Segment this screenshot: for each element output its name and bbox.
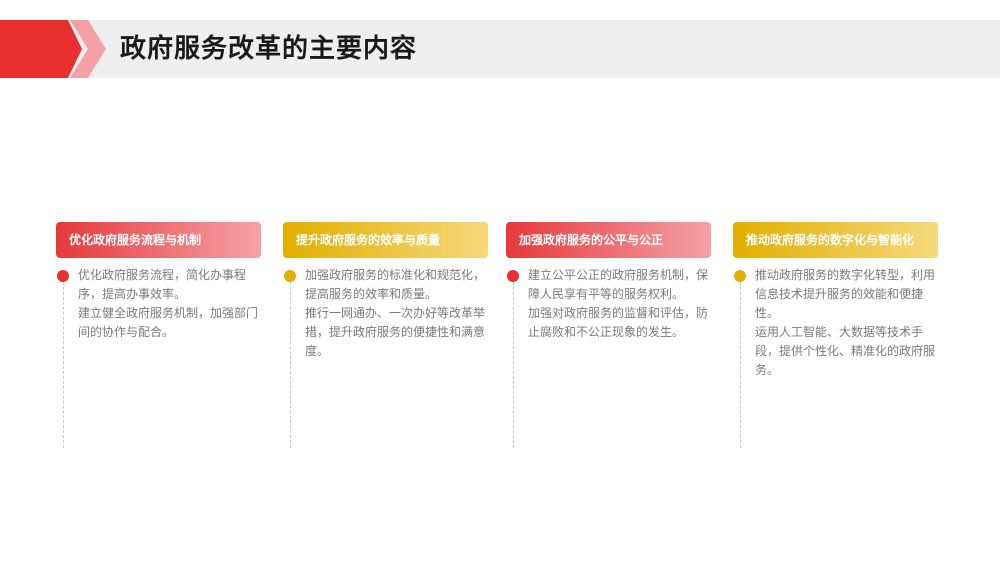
column-4-timeline: 推动政府服务的数字化转型，利用信息技术提升服务的效能和便捷性。 运用人工智能、大… bbox=[733, 268, 938, 448]
column-4-paragraph-1: 推动政府服务的数字化转型，利用信息技术提升服务的效能和便捷性。 bbox=[755, 268, 936, 320]
column-1-timeline: 优化政府服务流程，简化办事程序，提高办事效率。 建立健全政府服务机制，加强部门间… bbox=[56, 268, 261, 448]
timeline-dot-icon bbox=[507, 270, 519, 282]
column-1: 优化政府服务流程与机制 优化政府服务流程，简化办事程序，提高办事效率。 建立健全… bbox=[56, 222, 261, 448]
column-4-text: 推动政府服务的数字化转型，利用信息技术提升服务的效能和便捷性。 运用人工智能、大… bbox=[755, 266, 935, 380]
column-3-header: 加强政府服务的公平与公正 bbox=[506, 222, 711, 258]
timeline-dot-icon bbox=[284, 270, 296, 282]
header-red-arrow bbox=[0, 20, 82, 78]
column-1-text: 优化政府服务流程，简化办事程序，提高办事效率。 建立健全政府服务机制，加强部门间… bbox=[78, 266, 258, 342]
column-3-timeline: 建立公平公正的政府服务机制，保障人民享有平等的服务权利。 加强对政府服务的监督和… bbox=[506, 268, 711, 448]
column-4-paragraph-2: 运用人工智能、大数据等技术手段，提供个性化、精准化的政府服务。 bbox=[755, 325, 936, 377]
column-2-text: 加强政府服务的标准化和规范化，提高服务的效率和质量。 推行一网通办、一次办好等改… bbox=[305, 266, 485, 361]
column-3-text: 建立公平公正的政府服务机制，保障人民享有平等的服务权利。 加强对政府服务的监督和… bbox=[528, 266, 708, 342]
column-2-timeline: 加强政府服务的标准化和规范化，提高服务的效率和质量。 推行一网通办、一次办好等改… bbox=[283, 268, 488, 448]
column-4: 推动政府服务的数字化与智能化 推动政府服务的数字化转型，利用信息技术提升服务的效… bbox=[733, 222, 938, 448]
header-band bbox=[0, 20, 1000, 78]
column-1-header: 优化政府服务流程与机制 bbox=[56, 222, 261, 258]
page-title: 政府服务改革的主要内容 bbox=[120, 34, 418, 64]
timeline-line bbox=[513, 282, 514, 448]
column-2-paragraph-1: 加强政府服务的标准化和规范化，提高服务的效率和质量。 bbox=[305, 268, 486, 301]
column-3-paragraph-1: 建立公平公正的政府服务机制，保障人民享有平等的服务权利。 bbox=[528, 268, 709, 301]
column-3-paragraph-2: 加强对政府服务的监督和评估，防止腐败和不公正现象的发生。 bbox=[528, 306, 709, 339]
column-2-header: 提升政府服务的效率与质量 bbox=[283, 222, 488, 258]
timeline-line bbox=[740, 282, 741, 448]
timeline-dot-icon bbox=[57, 270, 69, 282]
timeline-line bbox=[63, 282, 64, 448]
timeline-line bbox=[290, 282, 291, 448]
column-3: 加强政府服务的公平与公正 建立公平公正的政府服务机制，保障人民享有平等的服务权利… bbox=[506, 222, 711, 448]
column-4-header: 推动政府服务的数字化与智能化 bbox=[733, 222, 938, 258]
timeline-dot-icon bbox=[734, 270, 746, 282]
column-2-paragraph-2: 推行一网通办、一次办好等改革举措，提升政府服务的便捷性和满意度。 bbox=[305, 306, 486, 358]
column-1-paragraph-1: 优化政府服务流程，简化办事程序，提高办事效率。 bbox=[78, 268, 247, 301]
column-2: 提升政府服务的效率与质量 加强政府服务的标准化和规范化，提高服务的效率和质量。 … bbox=[283, 222, 488, 448]
column-1-paragraph-2: 建立健全政府服务机制，加强部门间的协作与配合。 bbox=[78, 306, 259, 339]
